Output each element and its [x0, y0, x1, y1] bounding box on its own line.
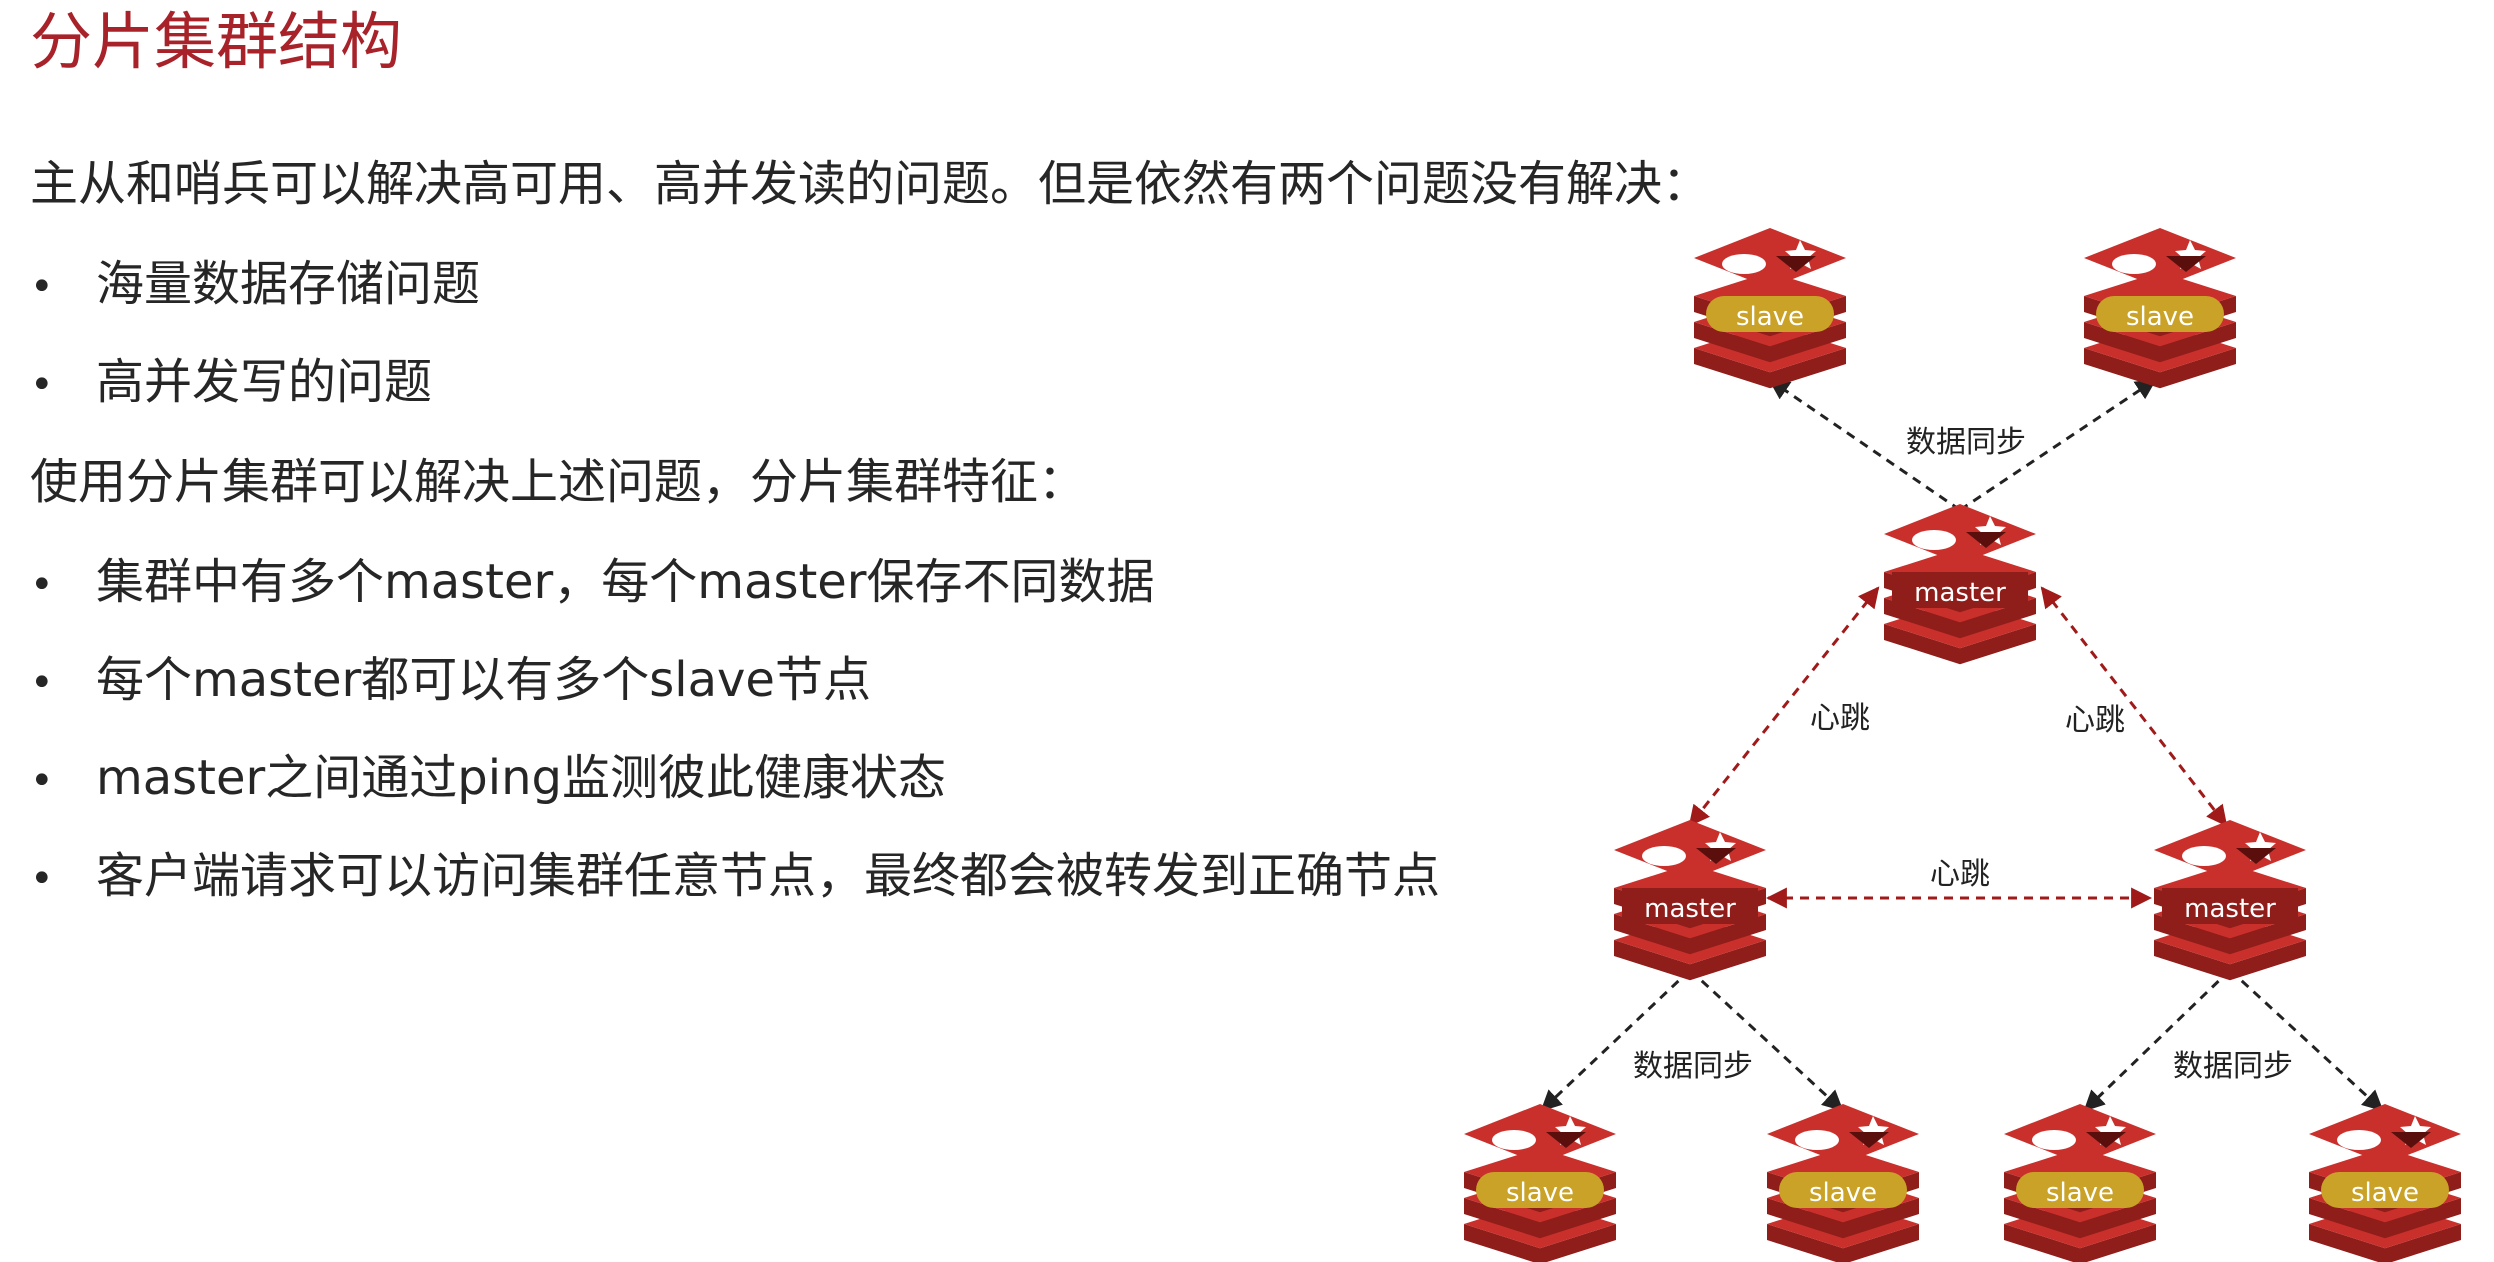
intro-text: 主从和哨兵可以解决高可用、高并发读的问题。但是依然有两个问题没有解决： [30, 156, 1711, 212]
sync-arrow [2228, 968, 2384, 1112]
slave-label: slave [1506, 1178, 1574, 1208]
sync-label: 数据同步 [1633, 1049, 1753, 1084]
slave-node: slave [1694, 228, 1846, 389]
heartbeat-label: 心跳 [2065, 703, 2125, 738]
master-label: master [1914, 578, 2006, 608]
sync-arrow [1959, 378, 2157, 512]
sync-arrow [1540, 968, 1692, 1112]
master-node: master [2154, 820, 2306, 981]
sync-arrow [2083, 968, 2232, 1112]
slave-node: slave [2309, 1104, 2461, 1262]
slave-label-band [1706, 296, 1834, 332]
bullet-dot: • [30, 264, 54, 310]
master-label-band [2162, 888, 2298, 924]
slave-label-band [1476, 1172, 1604, 1208]
heartbeat-label: 心跳 [1930, 857, 1990, 892]
slave-node: slave [1464, 1104, 1616, 1262]
bullet-dot: • [30, 758, 54, 804]
sync-arrow [1768, 378, 1961, 512]
master-label: master [2184, 894, 2276, 924]
slave-label-band [2321, 1172, 2449, 1208]
slave-label: slave [1809, 1178, 1877, 1208]
master-node: master [1884, 504, 2036, 665]
feature-item-2: •每个master都可以有多个slave节点 [30, 648, 871, 715]
slave-label-band [2096, 296, 2224, 332]
bullet-dot: • [30, 362, 54, 408]
master-label-band [1622, 888, 1758, 924]
slave-label: slave [1736, 302, 1804, 332]
slave-label-band [2016, 1172, 2144, 1208]
sync-label: 数据同步 [1906, 425, 2026, 460]
page-title: 分片集群结构 [30, 5, 403, 78]
master-label-band [1892, 572, 2028, 608]
problem-item-1: •海量数据存储问题 [30, 252, 480, 319]
bullet-dot: • [30, 562, 54, 608]
master-node: master [1614, 820, 1766, 981]
sync-label: 数据同步 [2173, 1049, 2293, 1084]
slave-node: slave [1767, 1104, 1919, 1262]
problem-item-2: •高并发写的问题 [30, 350, 432, 417]
feature-item-4: •客户端请求可以访问集群任意节点，最终都会被转发到正确节点 [30, 844, 1440, 911]
solution-intro-text: 使用分片集群可以解决上述问题，分片集群特征： [30, 454, 1087, 510]
heartbeat-arrow [2040, 586, 2228, 827]
bullet-dot: • [30, 660, 54, 706]
slave-node: slave [2084, 228, 2236, 389]
heartbeat-label: 心跳 [1810, 701, 1870, 736]
slave-label: slave [2126, 302, 2194, 332]
feature-item-3: •master之间通过ping监测彼此健康状态 [30, 746, 946, 813]
bullet-dot: • [30, 856, 54, 902]
slave-node: slave [2004, 1104, 2156, 1262]
heartbeat-arrow [1688, 586, 1880, 827]
slave-label-band [1779, 1172, 1907, 1208]
feature-item-1: •集群中有多个master，每个master保存不同数据 [30, 550, 1155, 617]
master-label: master [1644, 894, 1736, 924]
slave-label: slave [2046, 1178, 2114, 1208]
sync-arrow [1688, 968, 1844, 1112]
slave-label: slave [2351, 1178, 2419, 1208]
